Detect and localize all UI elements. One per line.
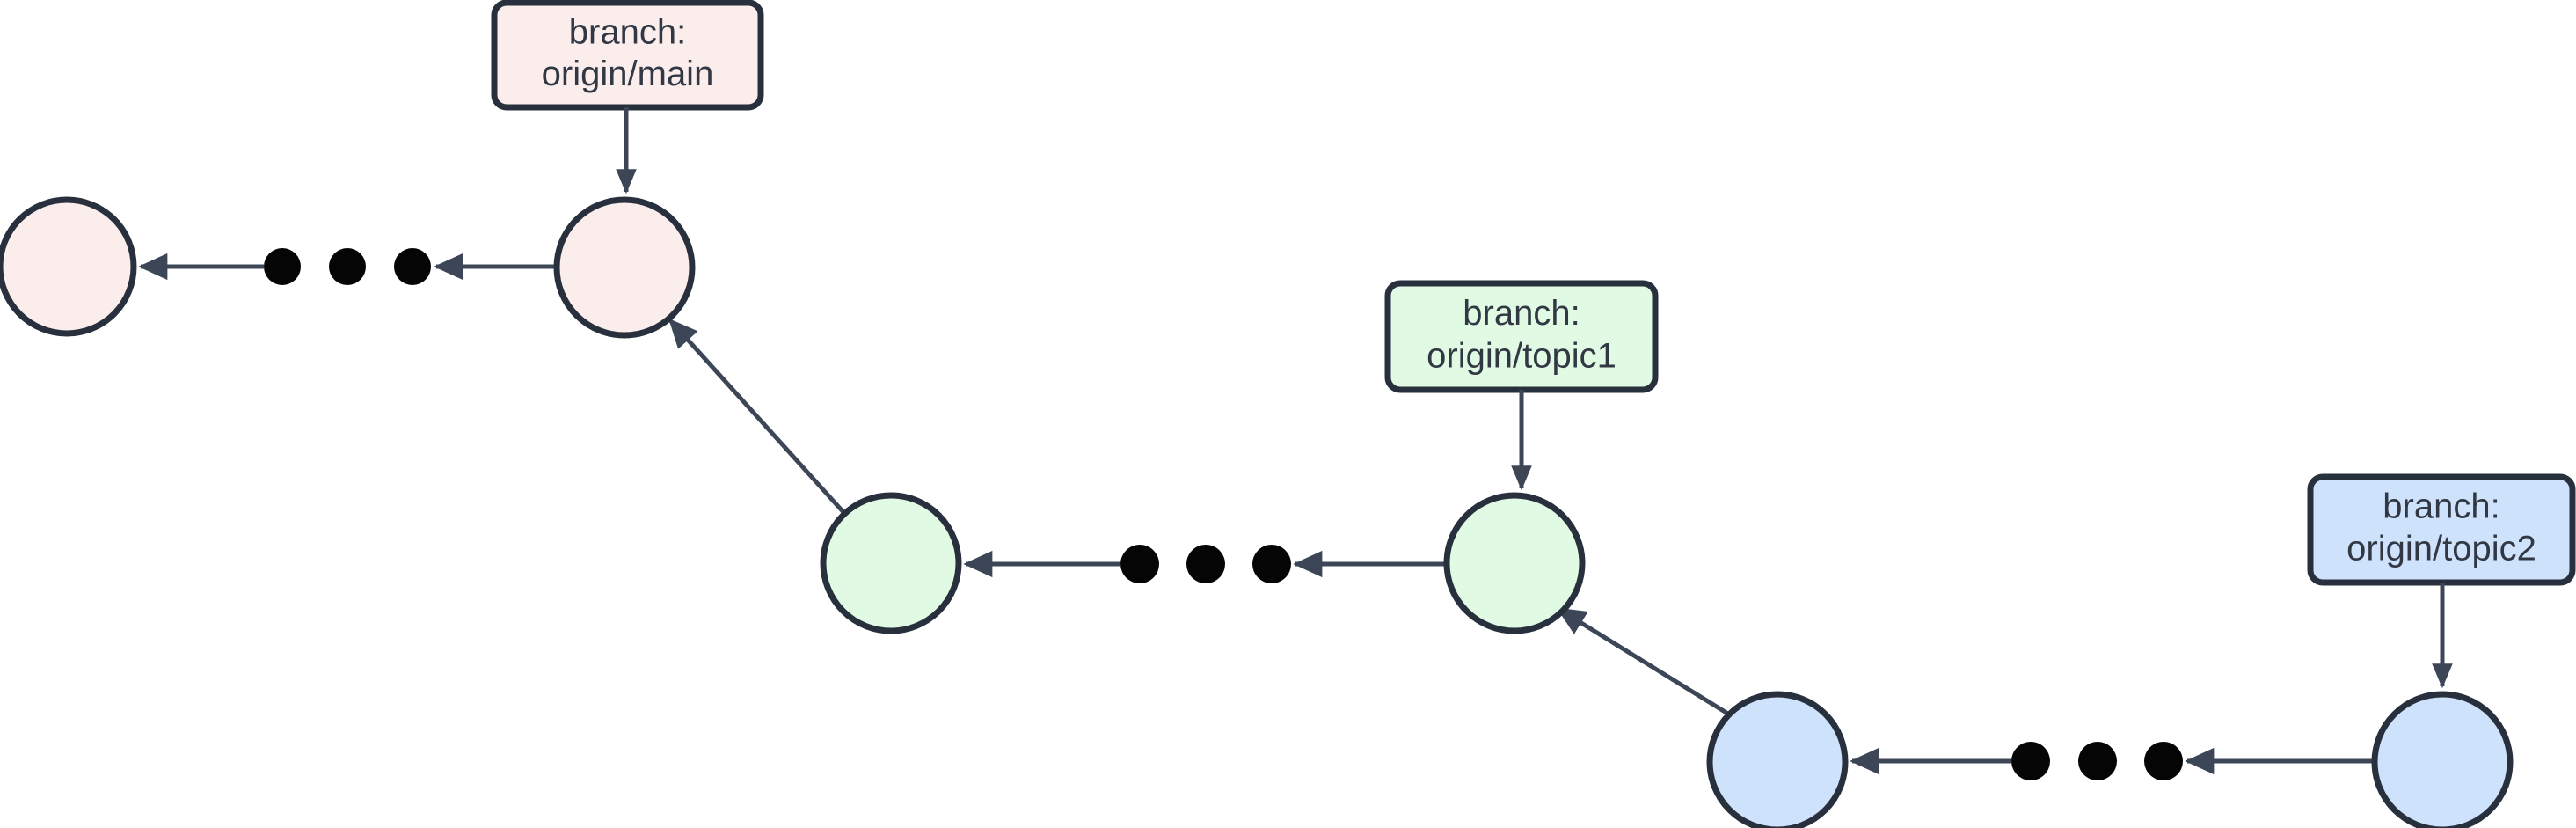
commit-node-topic2-c0[interactable]: [1706, 691, 1849, 828]
merge-edge-topic2-to-topic1: [1556, 606, 1740, 722]
branch-labels-layer: branch:origin/mainbranch:origin/topic1br…: [491, 0, 2576, 689]
branch-label-line2-main: origin/main: [542, 55, 714, 93]
merge-edges-layer: [668, 319, 1740, 722]
commit-node-main-c0[interactable]: [0, 196, 137, 337]
ellipsis-dot-topic1-1: [1186, 545, 1225, 583]
ellipsis-dot-main-2: [394, 248, 431, 285]
commit-node-topic1-c1[interactable]: [1443, 492, 1586, 634]
commit-node-topic1-c0[interactable]: [820, 492, 962, 634]
ellipsis-dot-main-1: [329, 248, 366, 285]
ellipsis-dot-topic2-0: [2011, 742, 2050, 780]
ellipsis-dot-topic1-0: [1120, 545, 1159, 583]
ellipsis-layer: [264, 248, 2183, 780]
ellipsis-dot-topic2-2: [2144, 742, 2183, 780]
branch-label-line1-topic1: branch:: [1463, 294, 1580, 333]
branch-label-line2-topic1: origin/topic1: [1427, 336, 1616, 375]
ellipsis-dot-topic2-1: [2078, 742, 2117, 780]
merge-edge-topic1-to-main: [668, 319, 853, 523]
ellipsis-dot-main-0: [264, 248, 301, 285]
edges-layer: [138, 253, 2375, 775]
ellipsis-dot-topic1-2: [1252, 545, 1291, 583]
branch-label-line1-topic2: branch:: [2383, 487, 2499, 526]
branch-label-line2-topic2: origin/topic2: [2346, 530, 2536, 568]
commit-node-main-c1[interactable]: [553, 196, 696, 339]
branch-label-line1-main: branch:: [569, 12, 686, 51]
commit-nodes-layer: [0, 196, 2514, 828]
commit-node-topic2-c1[interactable]: [2371, 691, 2514, 828]
